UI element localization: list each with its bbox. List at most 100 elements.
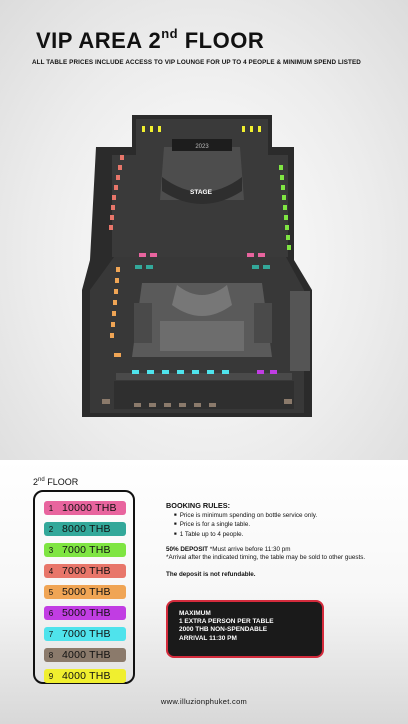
table-yellow bbox=[242, 126, 245, 132]
rules-list: Price is minimum spending on bottle serv… bbox=[166, 511, 376, 539]
tables-teal bbox=[135, 265, 270, 269]
table-green bbox=[284, 215, 288, 220]
table-yellow bbox=[150, 126, 153, 132]
table-yellow bbox=[258, 126, 261, 132]
table-green bbox=[280, 175, 284, 180]
table-green bbox=[285, 225, 289, 230]
table-pink bbox=[258, 253, 265, 257]
legend-floor-label: 2nd FLOOR bbox=[33, 477, 79, 487]
legend-price: 5000 THB bbox=[62, 607, 111, 619]
screen bbox=[172, 139, 232, 151]
tables-salmon bbox=[109, 155, 124, 230]
table-cyan bbox=[207, 370, 214, 374]
stage-platform bbox=[162, 177, 242, 204]
maximum-notice: MAXIMUM 1 EXTRA PERSON PER TABLE 2000 TH… bbox=[166, 600, 324, 658]
bottom-walkway bbox=[116, 373, 292, 380]
max-line-4: ARRIVAL 11:30 PM bbox=[179, 634, 237, 642]
table-purple bbox=[257, 370, 264, 374]
max-line-3: 2000 THB NON-SPENDABLE bbox=[179, 626, 268, 634]
table-orange bbox=[113, 300, 117, 305]
legend-price: 5000 THB bbox=[62, 586, 111, 598]
tables-yellow bbox=[142, 126, 261, 132]
table-green bbox=[283, 205, 287, 210]
table-yellow bbox=[158, 126, 161, 132]
table-orange bbox=[116, 267, 120, 272]
price-legend: 1 10000 THB 2 8000 THB 3 7000 THB 4 7000… bbox=[33, 490, 135, 684]
floor-map: 2023 STAGE bbox=[82, 115, 312, 417]
side-stairs-left bbox=[134, 303, 152, 343]
stage-area bbox=[160, 147, 244, 200]
table-salmon bbox=[110, 215, 114, 220]
legend-price: 7000 THB bbox=[62, 565, 111, 577]
website-link[interactable]: www.illuzionphuket.com bbox=[160, 697, 248, 706]
legend-price: 4000 THB bbox=[62, 649, 111, 661]
table-brown bbox=[134, 403, 141, 407]
legend-row: 4 7000 THB bbox=[44, 564, 126, 578]
table-pink bbox=[247, 253, 254, 257]
table-cyan bbox=[147, 370, 154, 374]
table-salmon bbox=[114, 185, 118, 190]
legend-number: 4 bbox=[48, 566, 54, 576]
table-salmon bbox=[116, 175, 120, 180]
legend-price: 8000 THB bbox=[62, 523, 111, 535]
table-yellow bbox=[250, 126, 253, 132]
center-stairs bbox=[172, 285, 232, 316]
legend-number: 7 bbox=[48, 629, 54, 639]
table-pink bbox=[150, 253, 157, 257]
table-brown bbox=[164, 403, 171, 407]
legend-row: 9 4000 THB bbox=[44, 669, 126, 683]
table-salmon bbox=[120, 155, 124, 160]
tables-brown bbox=[102, 399, 292, 407]
max-line-1: MAXIMUM bbox=[179, 610, 211, 617]
table-purple bbox=[270, 370, 277, 374]
table-teal bbox=[263, 265, 270, 269]
table-brown bbox=[209, 403, 216, 407]
table-salmon bbox=[112, 195, 116, 200]
table-cyan bbox=[132, 370, 139, 374]
table-brown bbox=[102, 399, 110, 404]
booking-rules: BOOKING RULES: Price is minimum spending… bbox=[166, 501, 376, 579]
center-bar bbox=[160, 321, 244, 351]
table-cyan bbox=[177, 370, 184, 374]
table-cyan bbox=[222, 370, 229, 374]
table-brown bbox=[194, 403, 201, 407]
side-room bbox=[290, 291, 310, 371]
page-title: VIP AREA 2nd FLOOR bbox=[36, 26, 265, 53]
table-brown bbox=[149, 403, 156, 407]
legend-price: 7000 THB bbox=[62, 628, 111, 640]
side-stairs-right bbox=[254, 303, 272, 343]
table-green bbox=[287, 245, 291, 250]
rule-item: Price is minimum spending on bottle serv… bbox=[174, 511, 376, 520]
rules-heading: BOOKING RULES: bbox=[166, 501, 231, 510]
screen-label: 2023 bbox=[195, 144, 209, 150]
legend-row: 3 7000 THB bbox=[44, 543, 126, 557]
table-teal bbox=[135, 265, 142, 269]
legend-price: 4000 THB bbox=[62, 670, 111, 682]
rule-item: Price is for a single table. bbox=[174, 520, 376, 529]
legend-number: 3 bbox=[48, 545, 54, 555]
table-salmon bbox=[109, 225, 113, 230]
tables-purple bbox=[257, 370, 277, 374]
arrival-note: *Arrival after the indicated timing, the… bbox=[166, 554, 366, 562]
table-salmon bbox=[111, 205, 115, 210]
legend-row: 7 7000 THB bbox=[44, 627, 126, 641]
table-green bbox=[286, 235, 290, 240]
tables-orange bbox=[110, 267, 121, 357]
legend-number: 9 bbox=[48, 671, 54, 681]
legend-row: 8 4000 THB bbox=[44, 648, 126, 662]
stage-label: STAGE bbox=[190, 189, 213, 196]
table-teal bbox=[252, 265, 259, 269]
table-green bbox=[281, 185, 285, 190]
legend-row: 2 8000 THB bbox=[44, 522, 126, 536]
max-line-2: 1 EXTRA PERSON PER TABLE bbox=[179, 618, 274, 626]
legend-row: 6 5000 THB bbox=[44, 606, 126, 620]
legend-number: 8 bbox=[48, 650, 54, 660]
legend-number: 5 bbox=[48, 587, 54, 597]
table-orange bbox=[114, 353, 121, 357]
table-orange bbox=[114, 289, 118, 294]
tables-cyan bbox=[132, 370, 229, 374]
tables-green bbox=[279, 165, 291, 250]
table-brown bbox=[284, 399, 292, 404]
table-pink bbox=[139, 253, 146, 257]
tables-pink bbox=[139, 253, 265, 257]
